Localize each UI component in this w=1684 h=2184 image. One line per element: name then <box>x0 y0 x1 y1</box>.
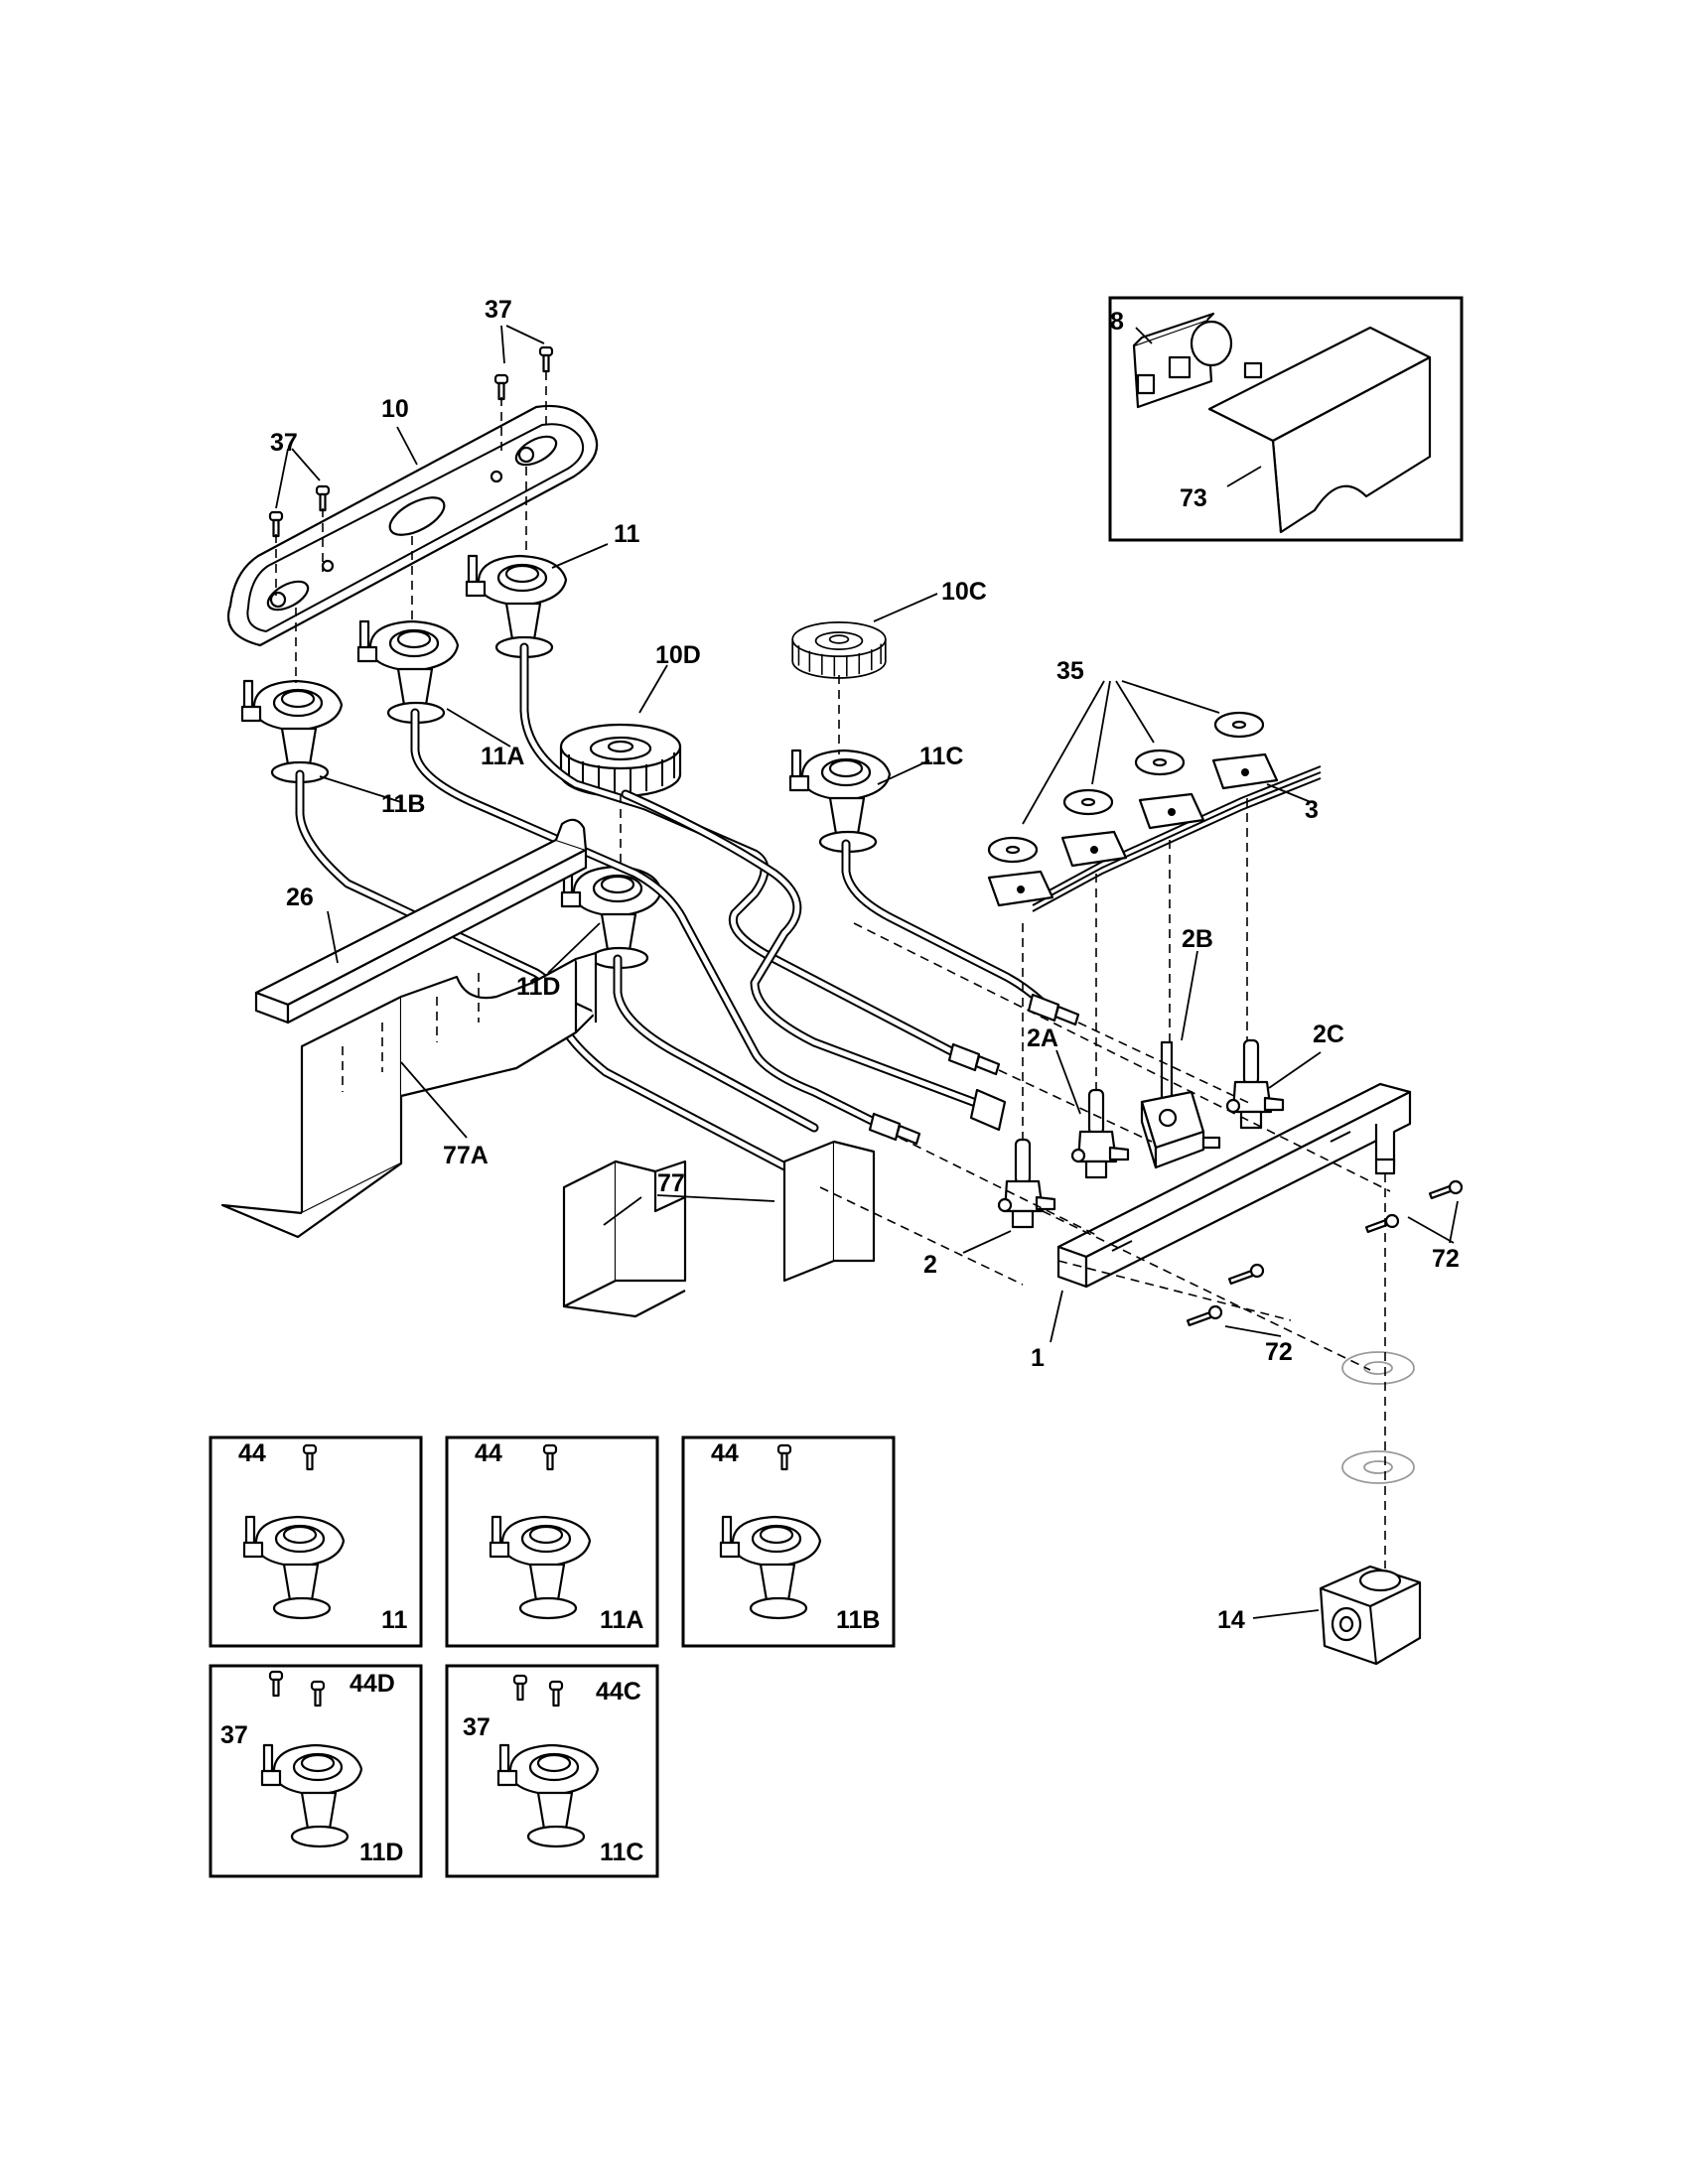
burner-head-part-11a <box>356 619 460 725</box>
valve-part-2 <box>997 1138 1056 1229</box>
burner-top-part-10 <box>226 404 599 647</box>
label-11a: 11A <box>481 743 524 770</box>
electrode-pad-4 <box>1211 752 1279 790</box>
label-73: 73 <box>1180 484 1207 512</box>
detail-box-11c <box>445 1664 659 1878</box>
screw-part-72-a <box>1227 1263 1265 1286</box>
label-11d: 11D <box>516 973 560 1001</box>
label-10d: 10D <box>655 641 701 669</box>
label-72-right: 72 <box>1432 1245 1460 1273</box>
label-1: 1 <box>1031 1344 1045 1372</box>
alignment-lines <box>275 371 1391 1569</box>
burner-cap-part-10c <box>791 620 887 679</box>
label-2: 2 <box>923 1251 937 1279</box>
cover-part-73 <box>1207 326 1432 534</box>
screw-part-37-d <box>268 510 284 538</box>
washer-part-35-c <box>1134 749 1186 776</box>
detail-caption-11c: 11C <box>600 1839 643 1866</box>
burner-head-part-11c <box>788 749 892 854</box>
regulator-part-14 <box>1319 1565 1422 1666</box>
inset-box-ignition-module <box>1108 296 1464 542</box>
screw-part-37-c <box>315 484 331 512</box>
screw-part-72-d <box>1364 1213 1400 1234</box>
gasket-ghost-2 <box>1341 1450 1415 1484</box>
screw-part-72-b <box>1186 1304 1223 1327</box>
label-11b: 11B <box>381 790 425 818</box>
detail-label-44c: 44C <box>596 1678 641 1706</box>
burner-head-part-11 <box>465 554 568 659</box>
label-3: 3 <box>1305 796 1319 824</box>
label-77: 77 <box>657 1169 685 1197</box>
bracket-part-77 <box>562 1140 876 1318</box>
label-11: 11 <box>614 520 640 548</box>
label-2a: 2A <box>1027 1024 1058 1052</box>
detail-label-44-c: 44 <box>711 1439 739 1467</box>
bracket-part-26 <box>254 818 588 1024</box>
label-14: 14 <box>1217 1606 1245 1634</box>
valve-part-2b <box>1140 1040 1221 1169</box>
detail-box-11a <box>445 1435 659 1648</box>
valve-part-2a <box>1070 1088 1130 1179</box>
detail-box-11d <box>209 1664 423 1878</box>
detail-label-44-a: 44 <box>238 1439 266 1467</box>
detail-label-44-b: 44 <box>475 1439 502 1467</box>
screw-part-37-b <box>493 373 509 401</box>
label-2c: 2C <box>1313 1021 1344 1048</box>
manifold-part-1 <box>1056 1082 1412 1289</box>
label-72-bottom: 72 <box>1265 1338 1293 1366</box>
label-35: 35 <box>1056 657 1084 685</box>
burner-head-part-11b <box>240 679 344 784</box>
detail-caption-11b: 11B <box>836 1606 880 1634</box>
detail-label-37-d: 37 <box>220 1721 248 1749</box>
detail-caption-11d: 11D <box>359 1839 403 1866</box>
label-10c: 10C <box>941 578 987 606</box>
electrode-pad-3 <box>1138 792 1205 830</box>
washer-part-35-a <box>987 836 1039 864</box>
detail-box-11 <box>209 1435 423 1648</box>
label-37-top: 37 <box>485 296 512 324</box>
washer-part-35-d <box>1213 711 1265 739</box>
part-labels: 37 10 37 11 10C 10D 35 11A 11B 11C 3 26 … <box>220 296 1460 1866</box>
detail-label-44d: 44D <box>350 1670 395 1698</box>
label-26: 26 <box>286 884 314 911</box>
gas-tubes <box>295 642 1048 1176</box>
leader-lines <box>275 325 1459 1619</box>
detail-caption-11a: 11A <box>600 1606 643 1634</box>
label-8: 8 <box>1110 308 1124 336</box>
gasket-ghost-1 <box>1341 1351 1415 1385</box>
screw-part-37-a <box>538 345 554 373</box>
label-10: 10 <box>381 395 409 423</box>
detail-box-11b <box>681 1435 896 1648</box>
label-37-left: 37 <box>270 429 298 457</box>
detail-caption-11: 11 <box>381 1606 408 1634</box>
label-2b: 2B <box>1182 925 1213 953</box>
screw-part-72-c <box>1428 1179 1464 1200</box>
label-77a: 77A <box>443 1142 489 1169</box>
wire-harness-part-3 <box>1032 765 1322 912</box>
detail-label-37-e: 37 <box>463 1713 491 1741</box>
label-11c: 11C <box>919 743 963 770</box>
spark-module-part-8 <box>1132 312 1263 409</box>
bracket-part-77a <box>220 951 598 1239</box>
washer-part-35-b <box>1062 788 1114 816</box>
